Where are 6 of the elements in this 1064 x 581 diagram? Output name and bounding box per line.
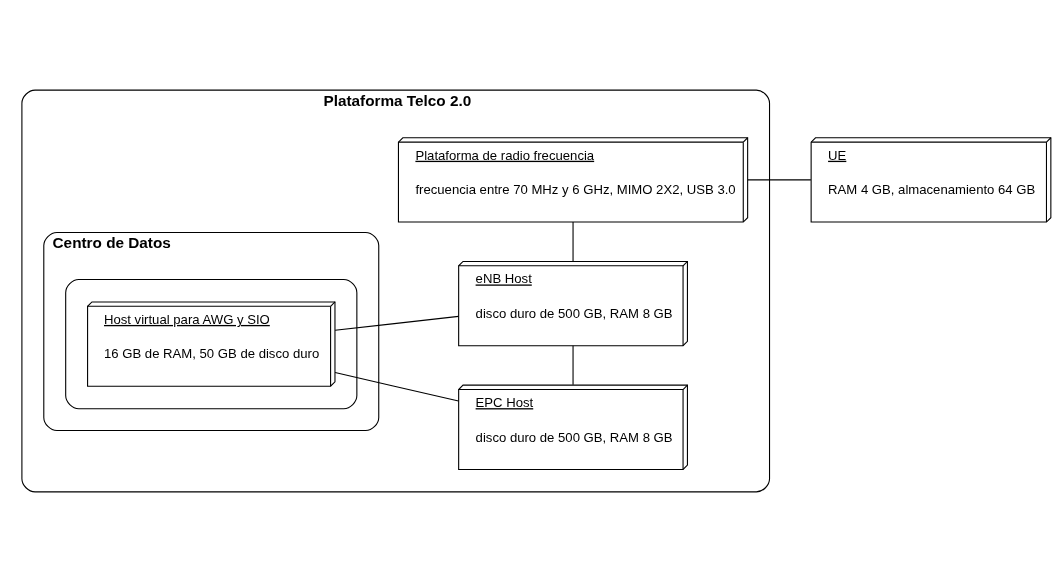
connector <box>334 371 460 402</box>
connector <box>747 178 812 180</box>
connector <box>572 221 574 262</box>
connector <box>334 315 460 331</box>
cluster <box>65 278 358 409</box>
connector <box>572 344 574 385</box>
